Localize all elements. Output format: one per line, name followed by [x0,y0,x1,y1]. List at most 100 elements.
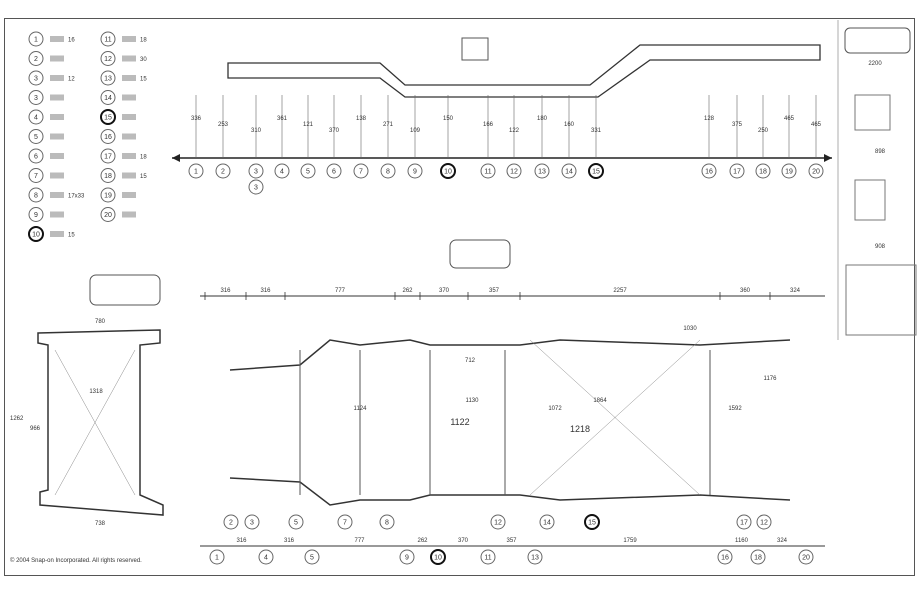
legend-size: 15 [140,174,147,180]
height-value: 160 [564,122,575,128]
callout-number: 3 [34,95,38,102]
callout-19: 19 [100,187,116,203]
inner-dimension: 1176 [764,376,778,382]
callout-number: 10 [32,232,40,239]
width-bottom: 738 [95,521,106,527]
callout-number: 8 [385,520,389,527]
callout-number: 4 [34,115,38,122]
callout-circle [100,148,116,164]
callout-circle [100,51,116,66]
inner-dimension: 1122 [450,417,469,427]
diagonal-length: 1318 [89,389,103,395]
callout-number: 4 [280,169,284,176]
panel-dimension: 2200 [868,61,882,67]
callout-circle [750,549,766,565]
callout-circle [326,163,342,179]
callout-2: 2 [223,514,239,530]
callout-circle [480,549,496,565]
height-value: 109 [410,128,421,134]
callout-7: 7 [28,168,44,183]
callout-circle [100,109,116,125]
top-dimension: 2257 [613,288,627,294]
callout-11: 11 [480,163,496,179]
height-value: 128 [704,116,715,122]
callout-9: 9 [28,207,44,222]
callout-16: 16 [701,163,717,179]
bolt-icon [50,153,64,159]
diagonal [54,349,136,496]
callout-circle [100,168,116,183]
frame-rail-right [229,477,791,506]
height-value: 331 [591,128,602,134]
bolt-icon [122,192,136,198]
callout-number: 11 [484,555,491,562]
callout-9: 9 [399,549,415,565]
jack-point-icon [854,94,891,131]
bolt-icon [50,55,64,62]
callout-1: 1 [209,549,225,565]
callout-circle [28,129,44,144]
callout-circle [100,90,116,105]
callout-8: 8 [380,163,396,179]
callout-circle [808,163,824,179]
callout-circle [798,549,814,565]
callout-circle [28,187,44,203]
callout-circle [258,549,274,565]
callout-circle [248,163,264,179]
callout-9: 9 [407,163,423,179]
callout-number: 8 [34,193,38,200]
bottom-dimension: 777 [354,538,365,544]
bolt-icon [122,36,136,42]
callout-number: 2 [229,520,233,527]
callout-number: 12 [760,520,768,527]
height-value: 361 [277,116,288,122]
callout-number: 14 [543,520,551,527]
callout-circle [430,549,446,565]
bottom-dimension: 357 [506,538,517,544]
callout-5: 5 [28,129,44,144]
height-value: 138 [356,116,367,122]
callout-14: 14 [539,514,555,530]
width-top: 780 [95,319,106,325]
legend-size: 18 [140,38,147,44]
callout-2: 2 [28,51,44,66]
callout-18: 18 [100,168,116,183]
inner-dimension: 1592 [728,406,742,412]
callout-8: 8 [28,187,44,203]
callout-number: 16 [705,169,713,176]
bolt-icon [50,231,64,237]
callout-number: 5 [294,520,298,527]
callout-number: 15 [592,169,600,176]
bolt-icon [122,133,136,140]
callout-circle [781,163,797,179]
legend-size: 15 [68,233,75,239]
callout-circle [100,187,116,203]
bolt-icon [122,153,136,159]
legend-size: 18 [140,155,147,161]
callout-3: 3 [248,163,264,179]
height-value: 253 [218,122,229,128]
callout-10: 10 [440,163,456,179]
callout-number: 9 [34,212,38,219]
callout-number: 17 [104,154,112,161]
callout-circle [288,514,304,530]
callout-number: 18 [104,173,112,180]
callout-17: 17 [100,148,116,164]
callout-circle [729,163,745,179]
frame-rail-side [227,44,821,98]
callout-number: 17 [740,520,748,527]
callout-number: 14 [565,169,573,176]
callout-circle [300,163,316,179]
callout-circle [100,70,116,86]
callout-number: 5 [310,555,314,562]
callout-number: 16 [104,134,112,141]
callout-3: 3 [28,90,44,105]
callout-number: 6 [34,154,38,161]
callout-number: 10 [444,169,452,176]
callout-circle [440,163,456,179]
legend-size: 12 [68,77,75,83]
callout-circle [506,163,522,179]
